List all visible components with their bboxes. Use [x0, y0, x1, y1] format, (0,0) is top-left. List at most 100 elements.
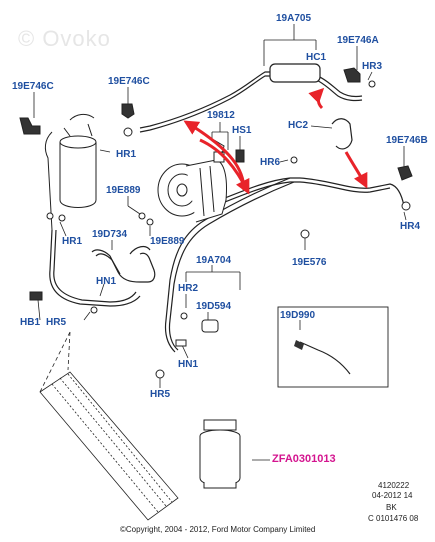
leader-19a704 [185, 265, 241, 290]
red-arrows [183, 87, 368, 195]
footer-date: 04-2012 14 [372, 491, 413, 500]
discharge-pipe [219, 177, 405, 207]
oring-hr3 [368, 80, 376, 88]
label-hr4: HR4 [400, 221, 421, 232]
label-19e746c-left: 19E746C [12, 81, 54, 92]
label-hn1-left: HN1 [96, 276, 117, 287]
leader-hr4 [403, 211, 407, 221]
label-hr3: HR3 [362, 61, 383, 72]
drier-pipe [69, 113, 95, 121]
leader-hr5-left [83, 311, 91, 321]
label-19e576: 19E576 [292, 257, 327, 268]
detail-box-19d990 [277, 306, 389, 388]
drier-top [59, 135, 97, 149]
leader-hr1-bottom [59, 221, 67, 237]
oring-19e576 [300, 229, 310, 239]
drier-outlet [44, 131, 53, 231]
upper-suction-pipe-edge [139, 75, 363, 133]
label-19a705: 19A705 [276, 13, 312, 24]
oring-hr4 [401, 201, 411, 211]
drier-body [59, 142, 97, 208]
drier-fittings [63, 123, 93, 137]
nut-hn1-bottom [175, 339, 187, 347]
arrow-hc2 [344, 151, 368, 189]
clip-19e746a [343, 67, 361, 83]
hc2-clip [331, 118, 353, 150]
compressor [157, 151, 227, 223]
label-hr2: HR2 [178, 283, 199, 294]
valve-19812 [213, 139, 225, 155]
leader-19812 [211, 122, 229, 150]
label-hb1: HB1 [20, 317, 41, 328]
footer-bk: BK [386, 503, 397, 512]
receiver-drier [44, 113, 97, 231]
oring-hr5-left [90, 306, 98, 314]
condenser [39, 331, 179, 521]
oring-hr6 [290, 156, 298, 164]
part-number: ZFA0301013 [272, 453, 336, 465]
upper-suction-pipe [139, 71, 363, 129]
footer-code: 4120222 [378, 481, 410, 490]
condenser-dashed-link [39, 331, 71, 393]
label-19e889-left: 19E889 [106, 185, 141, 196]
oring-hr1-lower [58, 214, 66, 222]
leader-hr3 [367, 71, 373, 81]
label-hr1-bottom: HR1 [62, 236, 83, 247]
label-19e746a: 19E746A [337, 35, 379, 46]
detail-valve-core [294, 340, 304, 350]
hose-19d734-top [129, 245, 151, 255]
hose-19d734-edge [95, 253, 121, 275]
label-19a704: 19A704 [196, 255, 232, 266]
label-hn1-bottom: HN1 [178, 359, 199, 370]
condenser-fins [51, 373, 173, 513]
oring-mid [123, 127, 133, 137]
label-hc2: HC2 [288, 120, 309, 131]
oring-19e889-right [146, 218, 154, 226]
condenser-core [39, 371, 179, 521]
hose-19d734 [91, 249, 156, 283]
leader-hc2 [310, 125, 333, 129]
clip-19e746b [397, 165, 413, 181]
detail-hose [299, 341, 351, 375]
switch-hs1 [235, 149, 245, 163]
valve-19d594 [201, 319, 219, 333]
compressor-center [176, 183, 188, 197]
label-19d594: 19D594 [196, 301, 232, 312]
label-19d734: 19D734 [92, 229, 128, 240]
bottle-handle [203, 419, 237, 431]
label-hc1: HC1 [306, 52, 327, 63]
oring-hr2 [180, 312, 188, 320]
liquid-line-edge [168, 181, 295, 351]
bolt-hb1 [29, 291, 43, 301]
label-hr1-top: HR1 [116, 149, 137, 160]
clip-19e746c-left [19, 117, 41, 135]
liquid-line [164, 177, 291, 353]
label-19e746b: 19E746B [386, 135, 428, 146]
refrigerant-bottle [199, 419, 241, 489]
left-lower-line [49, 229, 141, 307]
watermark: © Ovoko [18, 26, 111, 51]
leader-hb1 [37, 299, 41, 321]
label-19812: 19812 [207, 110, 235, 121]
label-19e889-right: 19E889 [150, 236, 185, 247]
leader-19e889-left [127, 196, 141, 215]
arrow-hc1 [308, 87, 325, 110]
fittings [19, 67, 413, 379]
label-hr5-left: HR5 [46, 317, 67, 328]
arrow-upper-to-compressor [199, 138, 250, 195]
leader-19a705 [263, 24, 317, 66]
bottle-foot [203, 482, 237, 489]
oring-19e889-left [138, 212, 146, 220]
leader-hn1-bottom [181, 344, 189, 359]
left-lower-line-edge [53, 229, 137, 303]
footer-ref: C 0101476 08 [368, 514, 419, 523]
label-hs1: HS1 [232, 125, 252, 136]
leader-hr1-top [99, 149, 111, 153]
label-19e746c-mid: 19E746C [108, 76, 150, 87]
pipe-network [49, 63, 405, 375]
footer-copyright: ©Copyright, 2004 - 2012, Ford Motor Comp… [120, 525, 316, 534]
label-hr6: HR6 [260, 157, 281, 168]
upper-hose-sleeve [269, 63, 321, 83]
